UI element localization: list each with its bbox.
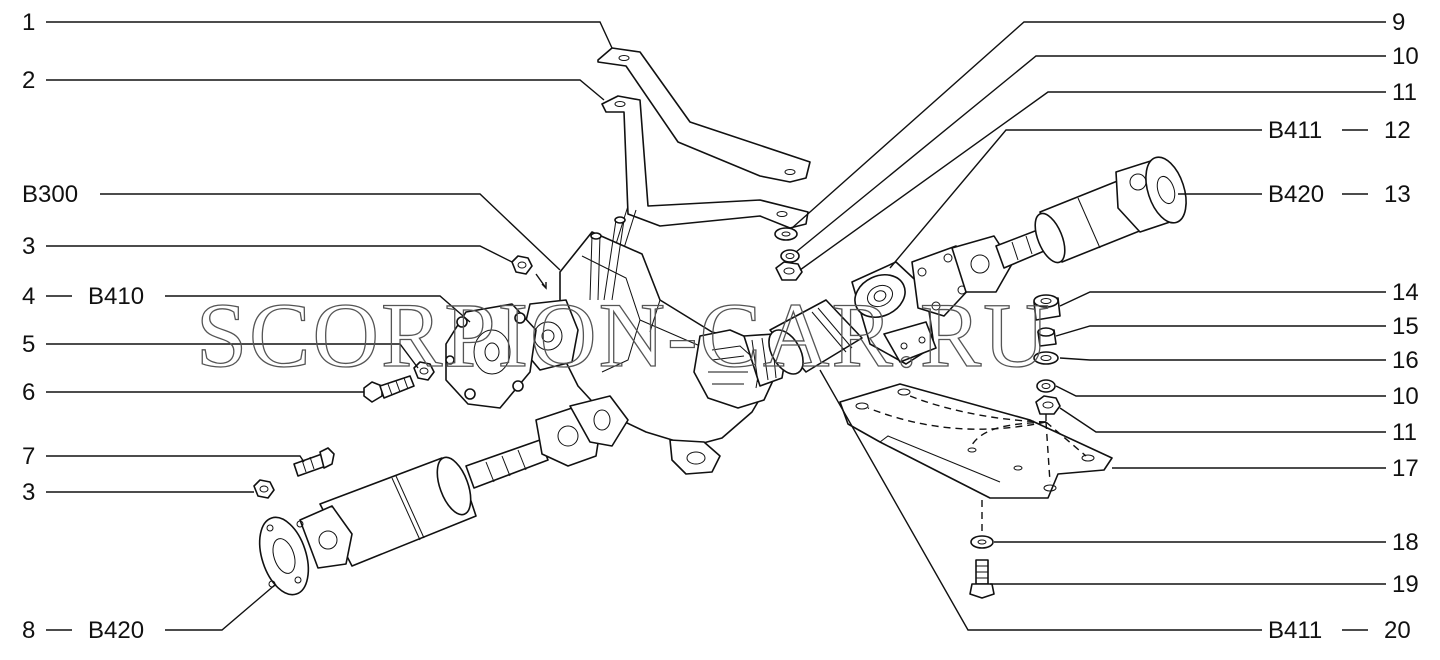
callout-18: 18	[1392, 529, 1419, 556]
front-propeller-shaft	[768, 156, 1187, 375]
code-B411-bottom: B411	[1268, 617, 1322, 644]
bolt-7	[293, 447, 335, 477]
callout-5: 5	[22, 331, 35, 358]
washer-18	[970, 535, 994, 549]
sleeve-15	[1037, 327, 1057, 347]
callout-10-upper: 10	[1392, 43, 1419, 70]
callout-7: 7	[22, 443, 35, 470]
flange-B410	[445, 303, 537, 409]
callout-16: 16	[1392, 347, 1419, 374]
callout-labels: 1 2 B300 3 4 B410 5 6 7 3 8 B420 9 10 11…	[22, 9, 1419, 644]
callout-20: 20	[1384, 617, 1411, 644]
callout-13: 13	[1384, 181, 1411, 208]
arrow-3-head	[541, 282, 547, 290]
washer-16	[1033, 351, 1059, 365]
callout-4: 4	[22, 283, 35, 310]
leader-lines	[46, 21, 1386, 631]
code-B300: B300	[22, 181, 78, 208]
callout-8: 8	[22, 617, 35, 644]
transfer-case	[519, 216, 787, 475]
callout-2: 2	[22, 67, 35, 94]
washer-9	[774, 227, 798, 241]
callout-1: 1	[22, 9, 35, 36]
callout-6: 6	[22, 379, 35, 406]
rubber-bushing-14	[1033, 294, 1061, 321]
callout-11-upper: 11	[1392, 79, 1417, 106]
code-B411-top: B411	[1268, 117, 1322, 144]
bolt-19	[969, 559, 995, 599]
assembly-dashed-lines	[867, 395, 1087, 532]
callout-19: 19	[1392, 571, 1419, 598]
bolt-6	[363, 375, 415, 403]
bracket-strip-upper	[597, 47, 811, 183]
nut-11-lower	[1035, 395, 1061, 415]
code-B420-right: B420	[1268, 181, 1324, 208]
nut-11	[775, 261, 803, 281]
callout-15: 15	[1392, 313, 1419, 340]
callout-3-upper: 3	[22, 233, 35, 260]
spring-washer-10-lower	[1036, 379, 1056, 393]
callout-10-lower: 10	[1392, 383, 1419, 410]
nut-3-upper	[511, 255, 533, 275]
callout-14: 14	[1392, 279, 1419, 306]
watermark-text: SCORPION-CAR.RU	[196, 284, 1052, 386]
callout-3-lower: 3	[22, 479, 35, 506]
callout-9: 9	[1392, 9, 1405, 36]
support-plate-17	[839, 383, 1113, 499]
rear-propeller-shaft	[258, 395, 629, 596]
callout-11-lower: 11	[1392, 419, 1417, 446]
code-B410: B410	[88, 283, 144, 310]
callout-17: 17	[1392, 455, 1419, 482]
code-B420-left: B420	[88, 617, 144, 644]
callout-12: 12	[1384, 117, 1411, 144]
nut-5	[413, 361, 435, 381]
spring-washer-10	[780, 249, 800, 263]
nut-3-lower	[253, 479, 275, 499]
